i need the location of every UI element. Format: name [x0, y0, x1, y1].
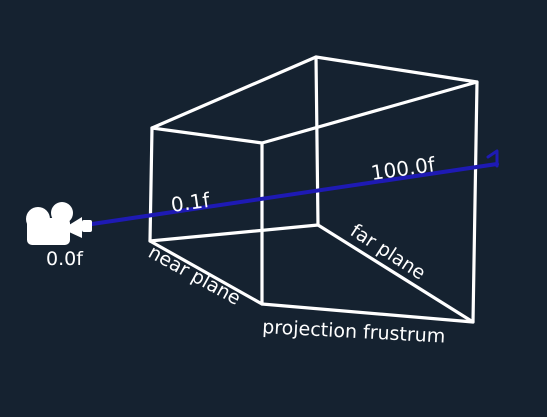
frustum-label: projection frustrum [262, 316, 446, 348]
view-axis-end-mark [486, 149, 499, 168]
movie-camera-icon [26, 202, 92, 245]
view-axis-line [90, 162, 499, 226]
frustum-edge-bottom-right [260, 302, 475, 324]
far-distance-label: 100.0f [369, 152, 437, 185]
frustum-edge-top-left [150, 55, 318, 130]
projection-frustum [148, 55, 479, 324]
camera-distance-label: 0.0f [46, 248, 84, 270]
frustum-edge-bottom-left [148, 223, 320, 243]
near-plane-label: near plane [145, 241, 245, 310]
far-plane-outline [314, 55, 479, 324]
view-axis [90, 149, 499, 226]
frustum-edge-top-right [260, 80, 479, 145]
near-distance-label: 0.1f [169, 188, 212, 217]
